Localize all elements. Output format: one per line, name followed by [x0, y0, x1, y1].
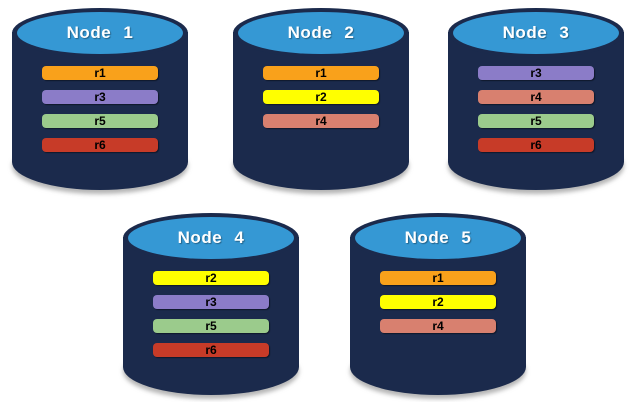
replica-bar-r4: r4: [263, 114, 379, 128]
replica-bar-r3: r3: [478, 66, 594, 80]
replica-bar-r4: r4: [478, 90, 594, 104]
replica-list: r1 r2 r4: [380, 271, 496, 343]
cylinder-cap-shape: Node 5: [355, 217, 521, 259]
node-title: Node 2: [287, 23, 355, 42]
cylinder-cap-shape: Node 3: [453, 12, 619, 54]
cylinder-cap-shape: Node 4: [128, 217, 294, 259]
node-title: Node 4: [177, 228, 245, 247]
replica-bar-r4: r4: [380, 319, 496, 333]
replica-bar-r3: r3: [153, 295, 269, 309]
replica-bar-r1: r1: [380, 271, 496, 285]
replica-list: r1 r3 r5 r6: [42, 66, 158, 162]
node-title: Node 5: [404, 228, 472, 247]
replica-list: r2 r3 r5 r6: [153, 271, 269, 367]
node-title: Node 1: [66, 23, 134, 42]
replica-bar-r5: r5: [478, 114, 594, 128]
replica-bar-r5: r5: [42, 114, 158, 128]
database-node-1: Node 1 r1 r3 r5 r6: [12, 8, 188, 190]
database-node-5: Node 5 r1 r2 r4: [350, 213, 526, 395]
replica-list: r1 r2 r4: [263, 66, 379, 138]
database-node-3: Node 3 r3 r4 r5 r6: [448, 8, 624, 190]
replica-bar-r3: r3: [42, 90, 158, 104]
database-node-2: Node 2 r1 r2 r4: [233, 8, 409, 190]
replica-bar-r6: r6: [478, 138, 594, 152]
replica-bar-r2: r2: [153, 271, 269, 285]
node-title: Node 3: [502, 23, 570, 42]
replica-bar-r6: r6: [42, 138, 158, 152]
cylinder-cap-shape: Node 2: [238, 12, 404, 54]
replica-bar-r1: r1: [263, 66, 379, 80]
replica-bar-r1: r1: [42, 66, 158, 80]
replica-bar-r2: r2: [380, 295, 496, 309]
replica-bar-r6: r6: [153, 343, 269, 357]
replica-list: r3 r4 r5 r6: [478, 66, 594, 162]
cylinder-cap-shape: Node 1: [17, 12, 183, 54]
replica-bar-r5: r5: [153, 319, 269, 333]
replica-bar-r2: r2: [263, 90, 379, 104]
database-node-4: Node 4 r2 r3 r5 r6: [123, 213, 299, 395]
